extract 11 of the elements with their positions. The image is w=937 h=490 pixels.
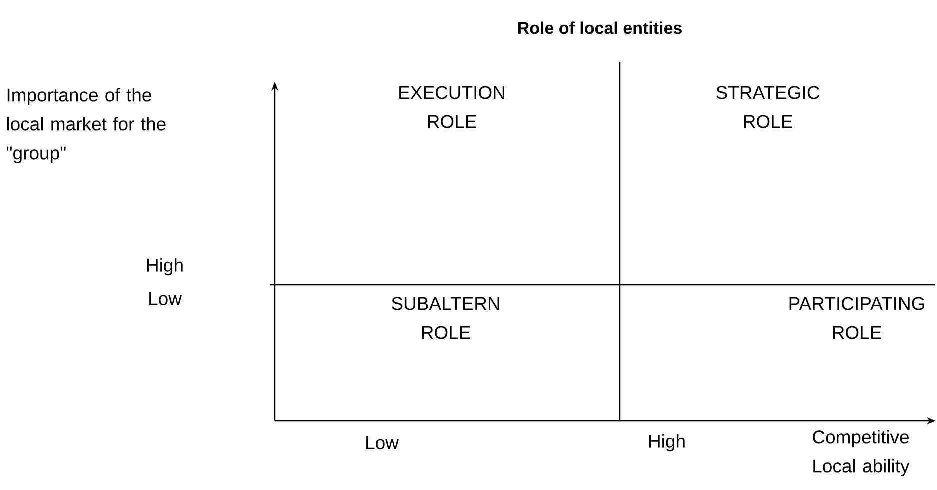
tick-label: Low	[150, 292, 182, 306]
quadrant-label: PARTICIPATING ROLE	[790, 297, 924, 340]
quadrant-label: SUBALTERN ROLE	[392, 297, 500, 340]
tick-label: High	[148, 258, 183, 276]
tick-label: Low	[366, 436, 400, 450]
tick-label: High	[650, 434, 685, 452]
quadrant-label: STRATEGIC ROLE	[716, 86, 820, 128]
axis-label: Competitive Local ability	[813, 430, 910, 476]
axis-label: Importance of the local market for the "group"	[6, 88, 166, 164]
chart-title: Role of local entities	[518, 22, 682, 34]
quadrant-label: EXECUTION ROLE	[400, 86, 504, 128]
